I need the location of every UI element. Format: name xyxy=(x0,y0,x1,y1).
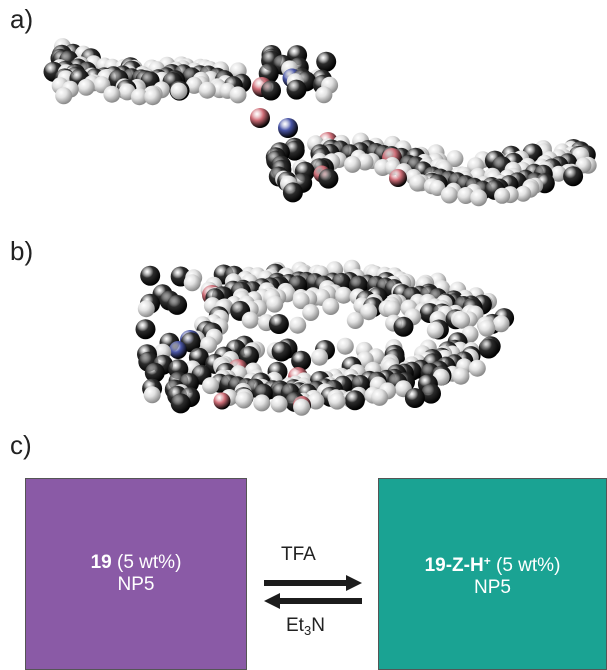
hydrogen-atom xyxy=(170,82,188,100)
hydrogen-atom xyxy=(103,85,121,103)
hydrogen-atom xyxy=(235,391,253,409)
carbon-atom xyxy=(404,388,425,408)
carbon-atom xyxy=(268,314,289,334)
hydrogen-atom xyxy=(470,189,488,207)
carbon-atom xyxy=(393,316,414,337)
host-label: NP5 xyxy=(474,576,511,598)
carbon-atom xyxy=(286,79,307,100)
carbon-atom xyxy=(167,294,188,315)
hydrogen-atom xyxy=(468,359,486,377)
nitrogen-atom xyxy=(169,341,187,359)
hydrogen-atom xyxy=(266,295,284,313)
hydrogen-atom xyxy=(328,392,346,410)
oxygen-atom xyxy=(213,392,231,410)
carbon-atom xyxy=(170,393,191,414)
sample-19-purple: 19 (5 wt%) NP5 xyxy=(25,478,247,670)
carbon-atom xyxy=(135,319,156,340)
reagent-tfa: TFA xyxy=(281,544,316,565)
carbon-atom xyxy=(344,390,365,411)
carbon-atom xyxy=(318,168,339,189)
hydrogen-atom xyxy=(311,348,329,366)
hydrogen-atom xyxy=(270,395,288,413)
hydrogen-atom xyxy=(289,316,307,334)
hydrogen-atom xyxy=(550,165,567,182)
hydrogen-atom xyxy=(492,315,510,333)
hydrogen-atom xyxy=(409,174,427,192)
hydrogen-atom xyxy=(371,388,389,406)
hydrogen-atom xyxy=(446,150,464,168)
charge-label: + xyxy=(483,553,491,568)
carbon-atom xyxy=(284,140,305,161)
hydrogen-atom xyxy=(335,286,353,304)
hydrogen-atom xyxy=(360,303,378,321)
oxygen-atom xyxy=(389,169,407,187)
carbon-atom xyxy=(144,362,165,383)
hydrogen-atom xyxy=(307,392,325,410)
hydrogen-atom xyxy=(202,377,219,395)
hydrogen-atom xyxy=(457,187,475,204)
carbon-atom xyxy=(421,383,441,404)
hydrogen-atom xyxy=(137,300,155,318)
concentration-label: (5 wt%) xyxy=(496,554,561,576)
sample-19-title: 19 (5 wt%) xyxy=(91,552,182,574)
carbon-atom xyxy=(271,341,292,362)
molecule-extended-model xyxy=(43,38,597,207)
hydrogen-atom xyxy=(322,298,340,315)
carbon-atom xyxy=(261,80,281,101)
hydrogen-atom xyxy=(198,81,216,99)
hydrogen-atom xyxy=(185,76,203,94)
carbon-atom xyxy=(563,166,584,187)
hydrogen-atom xyxy=(452,367,470,385)
hydrogen-atom xyxy=(253,394,271,412)
hydrogen-atom xyxy=(144,88,162,106)
panel-label-b: b) xyxy=(10,236,34,266)
carbon-atom xyxy=(478,338,499,359)
hydrogen-atom xyxy=(130,88,148,106)
panel-label-a: a) xyxy=(10,4,34,34)
nitrogen-atom xyxy=(278,118,298,138)
equilibrium-arrows xyxy=(264,575,362,609)
compound-label: 19-Z-H xyxy=(424,554,484,576)
host-label: NP5 xyxy=(117,574,155,595)
sample-19-Z-H-title: 19-Z-H+ (5 wt%) xyxy=(425,550,561,577)
carbon-atom xyxy=(316,51,337,72)
hydrogen-atom xyxy=(346,312,364,329)
hydrogen-atom xyxy=(241,311,259,329)
panel-label-c: c) xyxy=(10,430,32,460)
hydrogen-atom xyxy=(143,386,161,404)
hydrogen-atom xyxy=(478,319,496,337)
hydrogen-atom xyxy=(515,185,532,202)
hydrogen-atom xyxy=(440,186,458,204)
hydrogen-atom xyxy=(336,337,354,355)
hydrogen-atom xyxy=(302,304,320,321)
hydrogen-atom xyxy=(183,274,201,292)
carbon-atom xyxy=(140,265,161,286)
hydrogen-atom xyxy=(429,180,446,196)
hydrogen-atom xyxy=(293,398,311,416)
carbon-atom xyxy=(291,350,312,371)
hydrogen-atom xyxy=(200,336,218,354)
forward-arrow xyxy=(264,575,362,591)
hydrogen-atom xyxy=(494,187,511,204)
hydrogen-atom xyxy=(55,87,73,105)
reverse-arrow xyxy=(264,593,362,609)
hydrogen-atom xyxy=(453,311,471,329)
compound-label: 19 xyxy=(90,552,112,573)
hydrogen-atom xyxy=(292,292,310,310)
carbon-atom xyxy=(282,182,303,203)
concentration-label: (5 wt%) xyxy=(117,552,182,573)
oxygen-atom xyxy=(250,108,270,128)
hydrogen-atom xyxy=(77,78,95,96)
hydrogen-atom xyxy=(426,321,444,339)
molecule-folded-model xyxy=(135,259,515,416)
hydrogen-atom xyxy=(344,155,361,173)
hydrogen-atom xyxy=(383,300,401,318)
hydrogen-atom xyxy=(229,86,247,104)
reagent-et3n: Et3N xyxy=(286,615,325,638)
sample-19-Z-H-teal: 19-Z-H+ (5 wt%) NP5 xyxy=(378,478,607,670)
hydrogen-atom xyxy=(315,86,333,104)
